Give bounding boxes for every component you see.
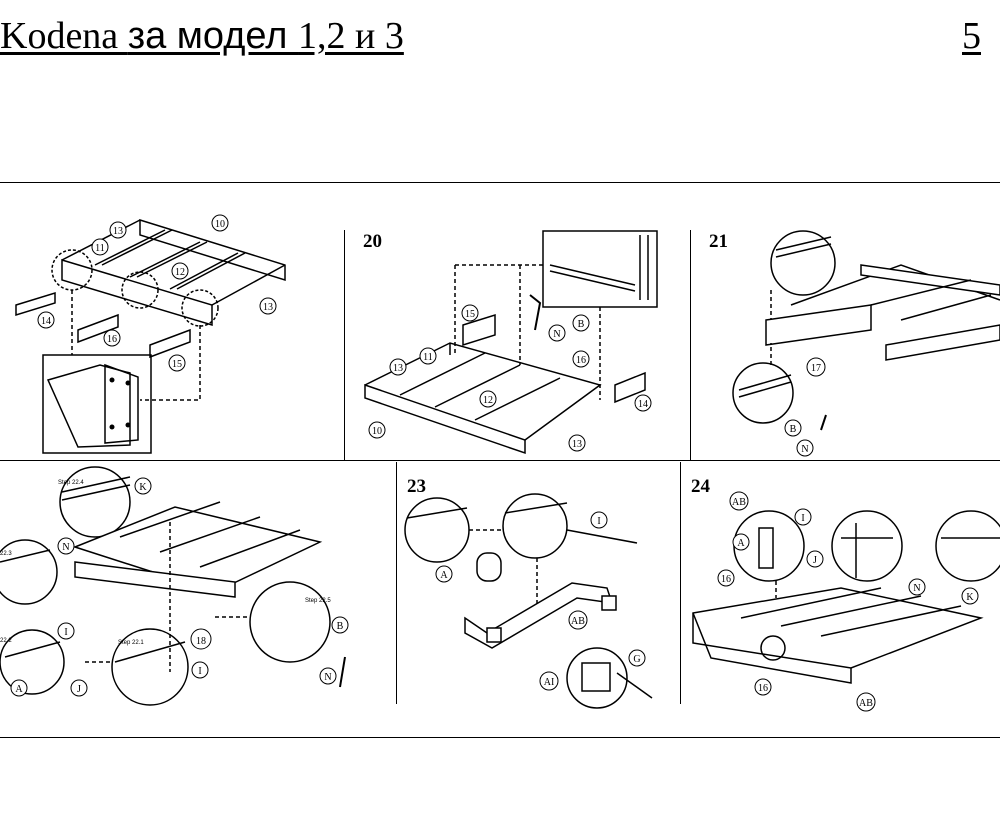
step-24-illustration: 24 AB I A J 16 N K 16 AB bbox=[691, 476, 1000, 712]
step-20-illustration: 20 15 N B 11 16 13 12 14 10 13 bbox=[363, 230, 658, 455]
part-label: 16 bbox=[721, 574, 731, 585]
title-model-text: за модел bbox=[127, 15, 299, 57]
substep-label: Step 22.4 bbox=[58, 480, 84, 486]
step-number: 24 bbox=[691, 476, 711, 497]
part-label: B bbox=[790, 424, 797, 435]
divider-22-23 bbox=[396, 462, 397, 704]
top-divider bbox=[0, 182, 1000, 183]
part-label: 13 bbox=[263, 302, 273, 313]
part-label: 11 bbox=[423, 352, 433, 363]
part-label: 17 bbox=[811, 363, 821, 374]
step-19-illustration: 13 10 11 12 13 14 16 15 bbox=[15, 214, 286, 454]
part-label: 10 bbox=[372, 426, 382, 437]
part-label: I bbox=[597, 516, 600, 527]
part-label: N bbox=[324, 672, 331, 683]
part-label: N bbox=[553, 329, 560, 340]
bottom-divider bbox=[0, 737, 1000, 738]
part-label: A bbox=[15, 684, 23, 695]
substep-label: Step 22.1 bbox=[118, 640, 144, 646]
part-label: AB bbox=[732, 497, 746, 508]
part-label: J bbox=[813, 555, 817, 566]
part-label: 11 bbox=[95, 243, 105, 254]
part-label: 12 bbox=[483, 395, 493, 406]
page-title: Kodena за модел 1,2 и 3 bbox=[0, 14, 404, 58]
part-label: 16 bbox=[576, 355, 586, 366]
title-prefix: Kodena bbox=[0, 15, 128, 57]
part-label: AB bbox=[859, 698, 873, 709]
part-label: J bbox=[77, 684, 81, 695]
substep-label: 22.3 bbox=[0, 551, 12, 557]
part-label: 13 bbox=[393, 363, 403, 374]
part-label: N bbox=[913, 583, 920, 594]
middle-divider bbox=[0, 460, 1000, 461]
part-label: 16 bbox=[107, 334, 117, 345]
part-label: 16 bbox=[758, 683, 768, 694]
part-label: 13 bbox=[572, 439, 582, 450]
part-label: K bbox=[966, 592, 974, 603]
step-22-illustration: K N 18 B N I A J I Step 22.4 22.3 Step 2… bbox=[0, 466, 349, 706]
part-label: AB bbox=[571, 616, 585, 627]
part-label: G bbox=[633, 654, 640, 665]
part-label: 14 bbox=[638, 399, 648, 410]
part-label: N bbox=[801, 444, 808, 455]
part-label: 14 bbox=[41, 316, 51, 327]
page-number: 5 bbox=[962, 15, 981, 57]
part-label: B bbox=[578, 319, 585, 330]
title-model-numbers: 1,2 и 3 bbox=[298, 15, 404, 57]
part-label: I bbox=[801, 513, 804, 524]
step-21-illustration: 21 17 B N bbox=[709, 230, 1000, 457]
part-label: N bbox=[62, 542, 69, 553]
part-label: 12 bbox=[175, 267, 185, 278]
step-number: 23 bbox=[407, 476, 426, 497]
part-label: 13 bbox=[113, 226, 123, 237]
step-number: 21 bbox=[709, 231, 728, 252]
part-label: K bbox=[139, 482, 147, 493]
step-number: 20 bbox=[363, 231, 382, 252]
part-label: 15 bbox=[172, 359, 182, 370]
part-label: B bbox=[337, 621, 344, 632]
part-label: I bbox=[64, 627, 67, 638]
substep-label: 22.2 bbox=[0, 638, 12, 644]
part-label: AI bbox=[544, 677, 555, 688]
part-label: I bbox=[198, 666, 201, 677]
part-label: A bbox=[737, 538, 745, 549]
divider-19-20 bbox=[344, 230, 345, 460]
divider-20-21 bbox=[690, 230, 691, 460]
part-label: 10 bbox=[215, 219, 225, 230]
part-label: 18 bbox=[196, 636, 206, 647]
substep-label: Step 22.5 bbox=[305, 598, 331, 604]
part-label: A bbox=[440, 570, 448, 581]
step-23-illustration: 23 I A AB G AI bbox=[404, 476, 653, 709]
part-label: 15 bbox=[465, 309, 475, 320]
divider-23-24 bbox=[680, 462, 681, 704]
